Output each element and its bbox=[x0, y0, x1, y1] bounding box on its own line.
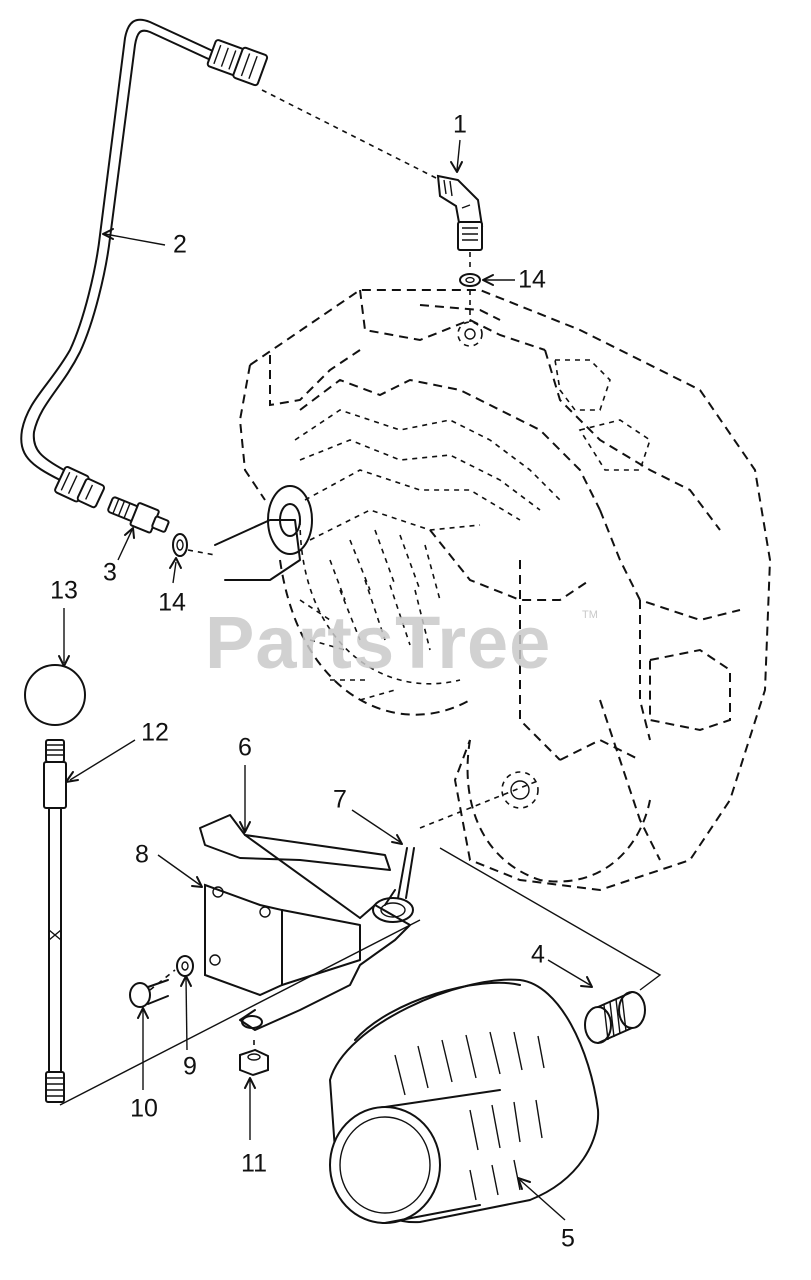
callout-2: 2 bbox=[173, 231, 187, 259]
part-6-bracket bbox=[199, 814, 411, 1031]
callout-13: 13 bbox=[50, 577, 78, 605]
part-3-adapter-fitting bbox=[107, 496, 170, 534]
part-2-oil-line bbox=[20, 18, 269, 509]
part-12-coupling bbox=[43, 739, 67, 809]
part-4-threaded-nipple bbox=[584, 991, 646, 1044]
callout-8: 8 bbox=[135, 841, 149, 869]
assembly-lines bbox=[59, 89, 662, 1106]
watermark: PartsTree TM bbox=[205, 601, 598, 684]
part-13-gauge bbox=[24, 664, 86, 726]
callout-5: 5 bbox=[561, 1225, 575, 1253]
watermark-tm: TM bbox=[582, 609, 598, 621]
callout-6: 6 bbox=[238, 734, 252, 762]
dipstick-tube bbox=[45, 807, 65, 1103]
part-8-adapter-plate bbox=[204, 883, 361, 997]
callout-12: 12 bbox=[141, 719, 169, 747]
part-14-washer-side bbox=[172, 533, 188, 557]
callout-labels: 1 2 3 4 5 6 7 8 9 10 11 12 13 14 14 bbox=[50, 111, 575, 1253]
part-1-elbow-fitting bbox=[436, 174, 484, 251]
part-7-clamp bbox=[372, 847, 415, 923]
part-9-washer bbox=[176, 955, 194, 977]
callout-9: 9 bbox=[183, 1053, 197, 1081]
part-5-oil-filter bbox=[328, 978, 600, 1224]
callout-14-side: 14 bbox=[158, 589, 186, 617]
callout-3: 3 bbox=[103, 559, 117, 587]
engine-block bbox=[214, 289, 772, 892]
callout-10: 10 bbox=[130, 1095, 158, 1123]
leader-lines bbox=[58, 139, 593, 1221]
watermark-text: PartsTree bbox=[205, 601, 551, 684]
part-11-nut bbox=[239, 1048, 269, 1077]
callout-7: 7 bbox=[333, 786, 347, 814]
part-10-screw bbox=[129, 979, 169, 1008]
callout-11: 11 bbox=[241, 1150, 267, 1178]
callout-4: 4 bbox=[531, 941, 545, 969]
callout-1: 1 bbox=[453, 111, 467, 139]
callout-14-top: 14 bbox=[518, 266, 546, 294]
part-14-washer-top bbox=[459, 273, 481, 287]
